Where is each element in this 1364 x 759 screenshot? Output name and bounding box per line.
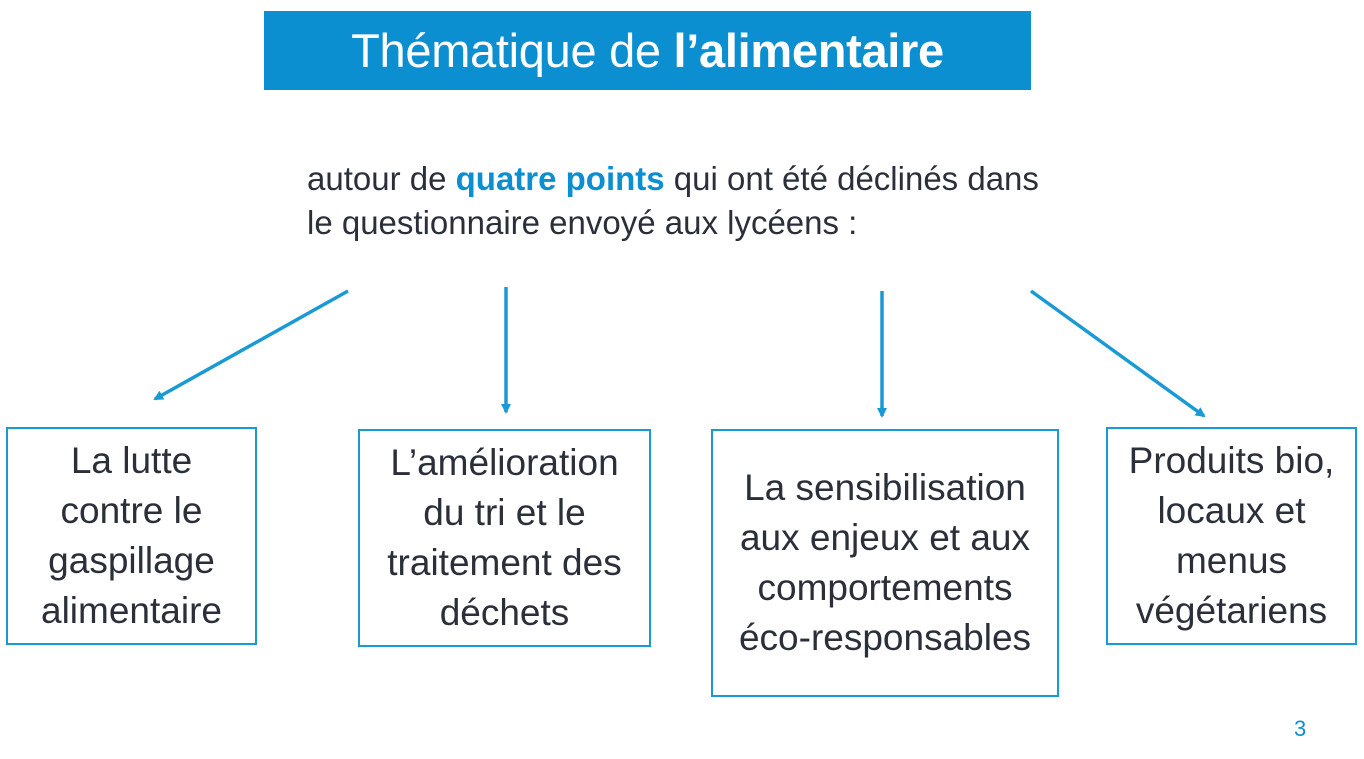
box-produits-bio: Produits bio, locaux et menus végétarien… (1106, 427, 1357, 645)
box-tri-dechets: L’amélioration du tri et le traitement d… (358, 429, 651, 647)
page-number: 3 (1294, 716, 1307, 741)
arrow-4 (1029, 289, 1206, 418)
intro-text: autour de quatre points qui ont été décl… (307, 157, 1067, 245)
box-produits-bio-text: Produits bio, locaux et menus végétarien… (1128, 440, 1335, 631)
intro-highlight: quatre points (455, 160, 665, 197)
box-tri-dechets-text: L’amélioration du tri et le traitement d… (387, 442, 622, 633)
title-normal: Thématique de (351, 24, 674, 77)
box-sensibilisation: La sensibilisation aux enjeux et aux com… (711, 429, 1059, 697)
intro-before: autour de (307, 160, 456, 197)
intro-after: qui ont été déclinés dans le questionnai… (307, 160, 1049, 241)
arrow-1 (153, 289, 349, 401)
box-sensibilisation-text: La sensibilisation aux enjeux et aux com… (738, 467, 1032, 658)
box-gaspillage: La lutte contre le gaspillage alimentair… (6, 427, 257, 645)
box-gaspillage-text: La lutte contre le gaspillage alimentair… (41, 440, 222, 631)
title-banner: Thématique de l’alimentaire (264, 11, 1031, 90)
title-bold: l’alimentaire (673, 24, 945, 77)
